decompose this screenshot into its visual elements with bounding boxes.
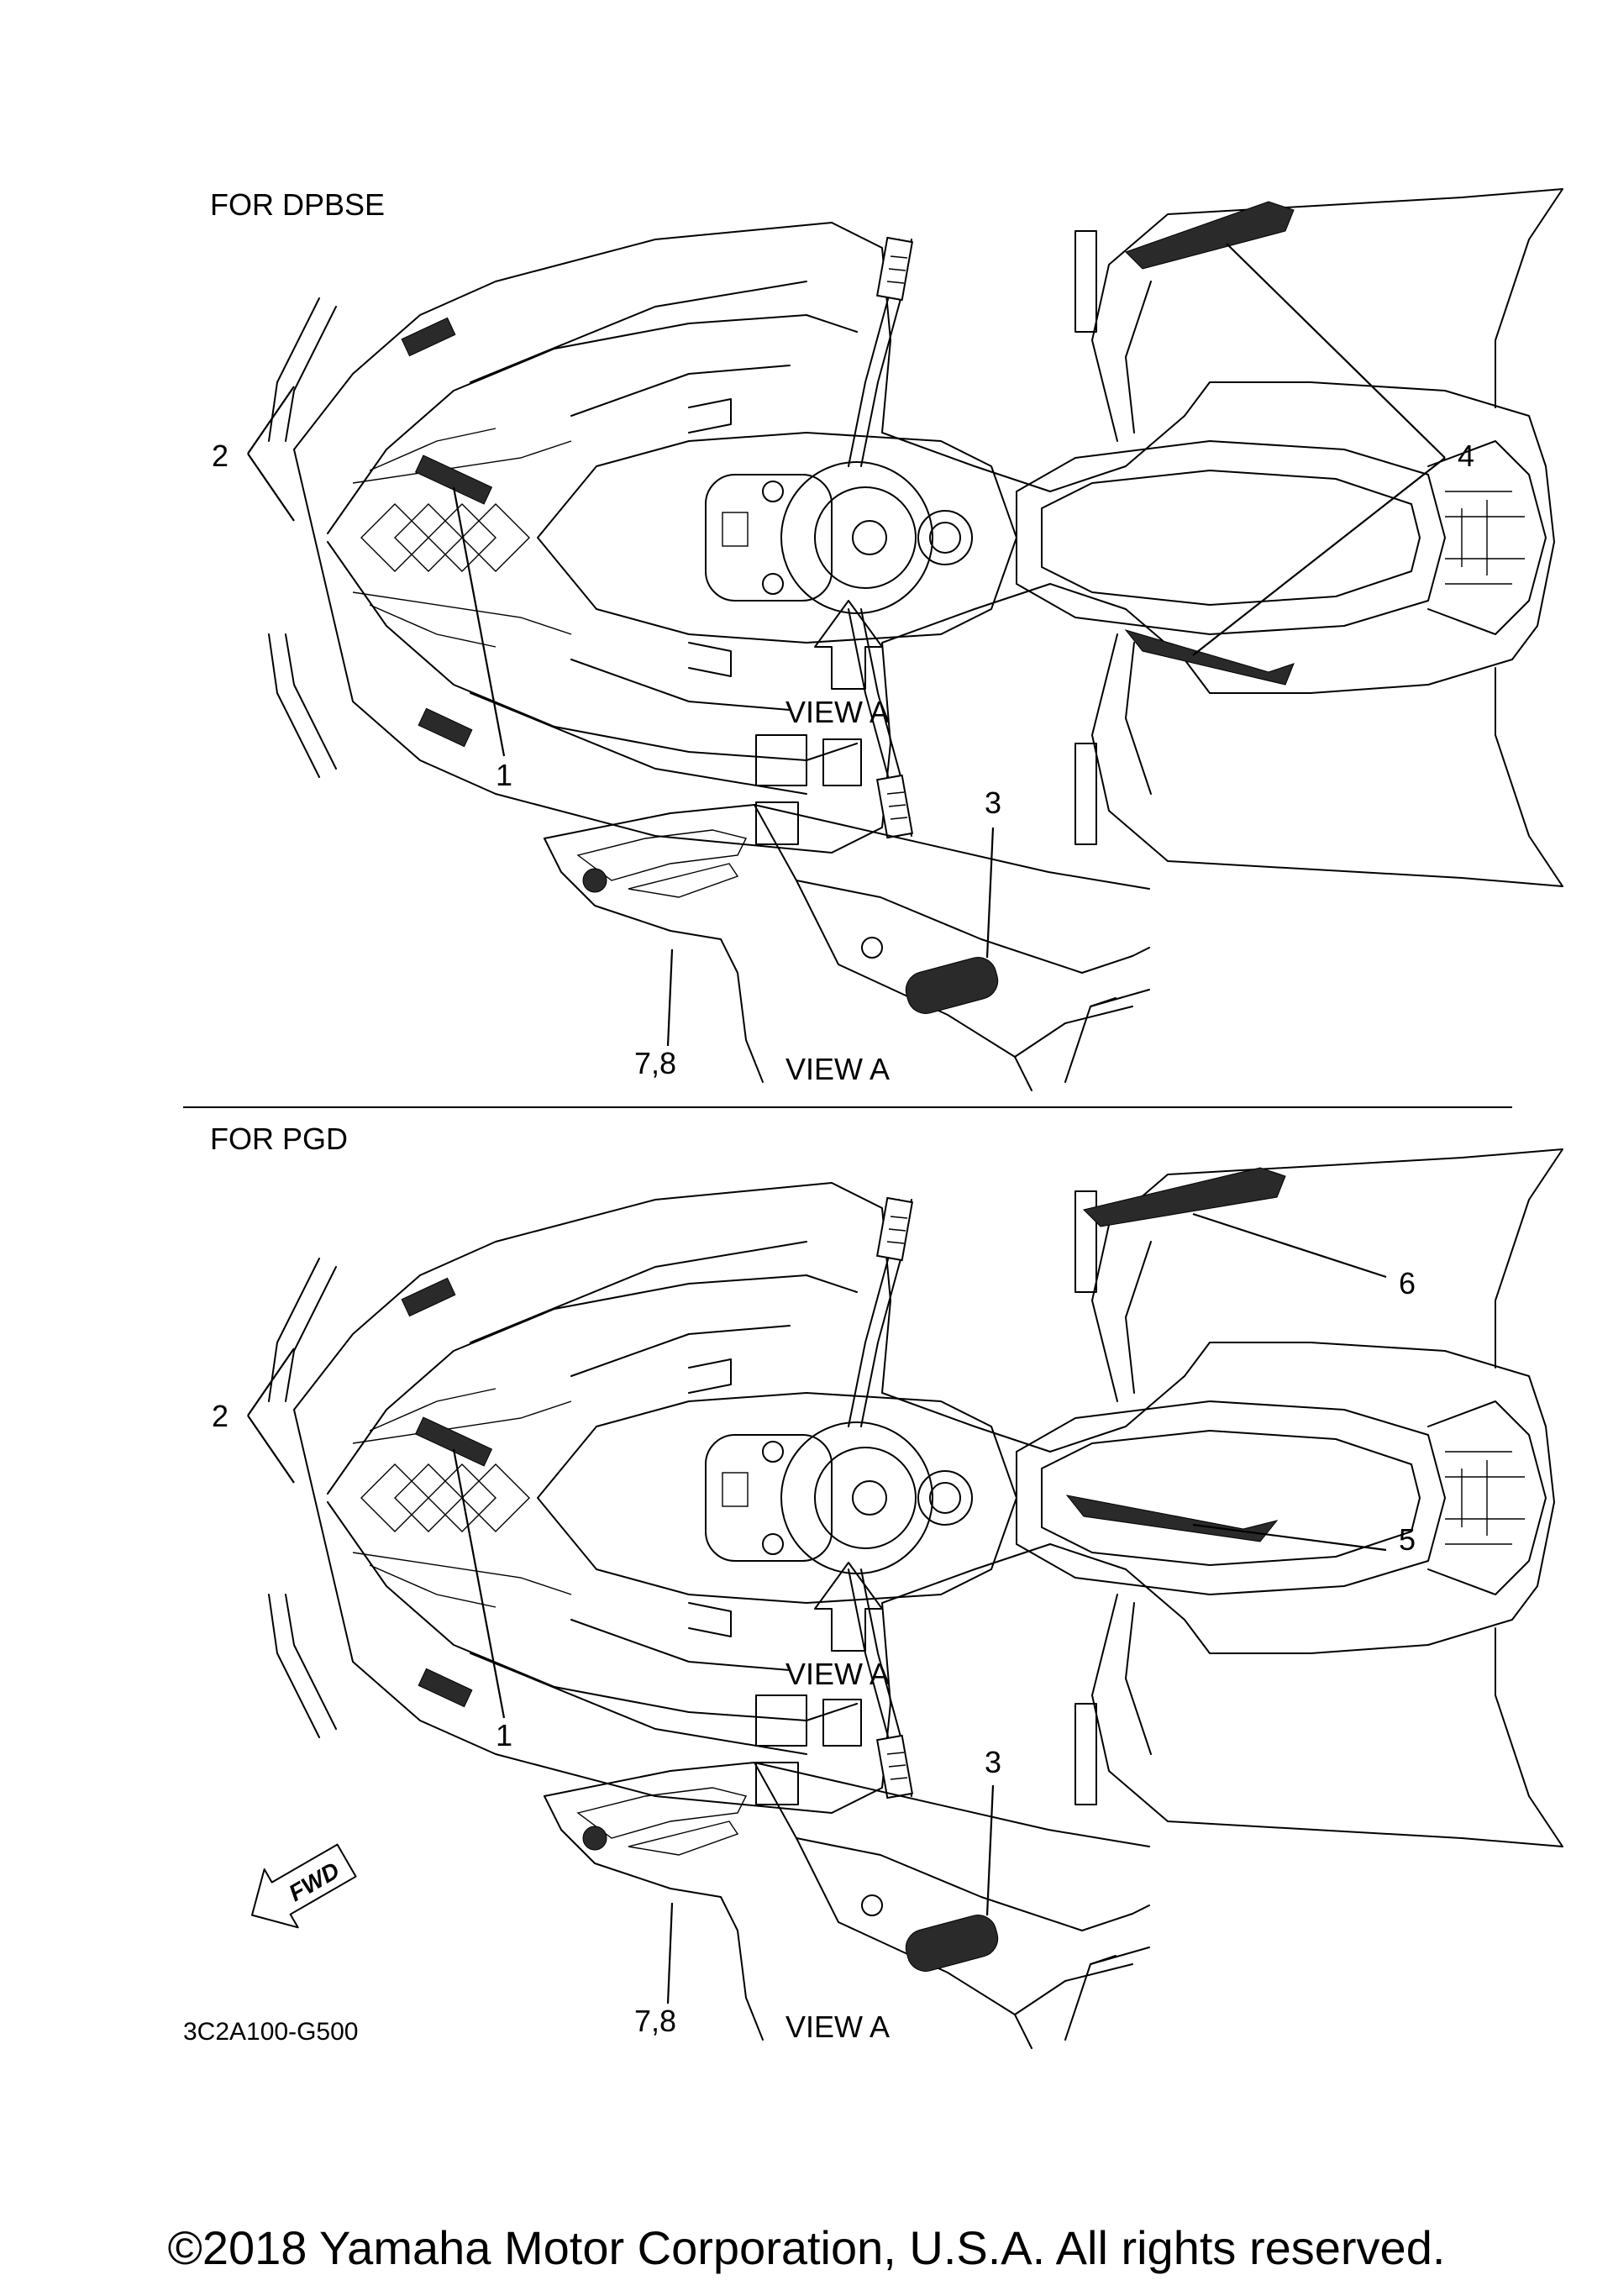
leader-2 (247, 1348, 295, 1484)
decal-rear-lower (1124, 629, 1295, 686)
view-arrow (814, 600, 883, 690)
view-arrow-label: VIEW A (785, 695, 890, 729)
callout-1: 1 (496, 1718, 512, 1752)
side-view-label: VIEW A (785, 1052, 890, 1086)
callout-2: 2 (212, 1399, 229, 1433)
decal-rear-upper (1083, 1167, 1286, 1227)
callout-3: 3 (985, 1745, 1001, 1779)
section-title: FOR DPBSE (210, 187, 385, 222)
side-view-label: VIEW A (785, 2010, 890, 2044)
callout-5: 5 (1399, 1522, 1416, 1557)
callout-7-8: 7,8 (634, 2004, 676, 2038)
diagram-code: 3C2A100-G500 (183, 2018, 358, 2046)
leader-7-8 (666, 948, 674, 1047)
leader-3 (985, 1784, 995, 1916)
callout-3: 3 (985, 785, 1001, 820)
leader-7-8 (666, 1902, 674, 2004)
section-dpbse: FOR DPBSE 2 1 4 VIEW A 3 7,8 VIEW A (210, 187, 1563, 1091)
leader-6 (1192, 1212, 1387, 1279)
leader-5 (1192, 1523, 1387, 1552)
decal-rear-lower (1065, 1495, 1279, 1542)
leader-3 (985, 827, 995, 959)
decal-rear-upper (1125, 201, 1295, 270)
callout-7-8: 7,8 (634, 1046, 676, 1080)
leader-2 (247, 386, 295, 522)
section-title: FOR PGD (210, 1122, 348, 1156)
fwd-label: FWD (285, 1857, 344, 1906)
view-arrow-label: VIEW A (785, 1657, 890, 1691)
callout-1: 1 (496, 758, 512, 792)
decal-hood (414, 1416, 493, 1467)
fwd-arrow-icon: FWD (251, 1843, 357, 1929)
decal-hood (414, 454, 493, 505)
leader-4 (1192, 243, 1446, 656)
view-arrow (814, 1562, 883, 1652)
callout-2: 2 (212, 439, 229, 473)
section-pgd: FOR PGD 2 1 6 5 VIEW A 3 7,8 VIEW A (210, 1122, 1563, 2049)
callout-4: 4 (1458, 439, 1474, 473)
leader-1 (452, 486, 506, 757)
callout-6: 6 (1399, 1266, 1416, 1300)
leader-1 (452, 1448, 506, 1719)
copyright-notice: ©2018 Yamaha Motor Corporation, U.S.A. A… (168, 2221, 1446, 2274)
